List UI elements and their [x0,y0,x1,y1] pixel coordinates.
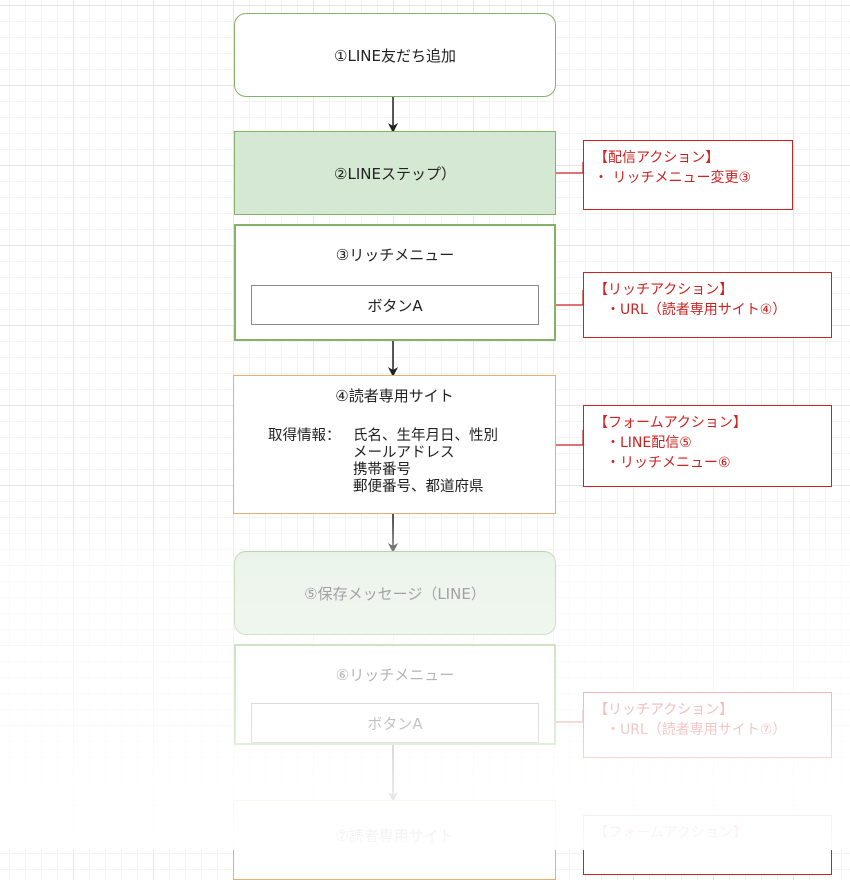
reader-site-info-line: 氏名、生年月日、性別 [353,428,498,444]
note-rich-action-1[interactable]: 【リッチアクション】 ・URL（読者専用サイト④） [583,272,832,338]
node-reader-site-title: ④読者専用サイト [335,387,454,405]
rich-menu-1-button-a-label: ボタンA [367,296,423,315]
node-reader-site[interactable]: ④読者専用サイト 取得情報： 氏名、生年月日、性別 メールアドレス 携帯番号 郵… [233,375,556,514]
note-form-action-line: ・LINE配信⑤ [606,435,692,451]
note-form-action-2[interactable]: 【フォームアクション】 [583,815,832,875]
note-form-action[interactable]: 【フォームアクション】 ・LINE配信⑤ ・リッチメニュー⑥ [583,405,832,487]
note-rich-action-2[interactable]: 【リッチアクション】 ・URL（読者専用サイト⑦） [583,692,832,758]
note-rich-action-1-title: 【リッチアクション】 [594,282,734,298]
note-rich-action-2-line: ・URL（読者専用サイト⑦） [606,722,787,738]
node-next[interactable]: ⑦読者専用サイト [233,800,556,880]
note-rich-action-1-line: ・URL（読者専用サイト④） [606,302,787,318]
node-save-message[interactable]: ⑤保存メッセージ（LINE） [234,551,556,635]
reader-site-info-label: 取得情報： [268,428,341,444]
note-form-action-title: 【フォームアクション】 [594,415,747,431]
reader-site-info-line: メールアドレス [353,445,455,461]
node-line-step[interactable]: ②LINEステップ） [234,131,556,215]
note-rich-action-2-title: 【リッチアクション】 [594,702,734,718]
node-save-message-label: ⑤保存メッセージ（LINE） [304,584,486,603]
note-form-action-line: ・リッチメニュー⑥ [606,455,731,471]
note-delivery-action-title: 【配信アクション】 [594,150,720,166]
connector-form-action [556,430,584,446]
note-form-action-2-title: 【フォームアクション】 [594,825,747,841]
node-next-title: ⑦読者専用サイト [335,827,454,845]
node-add-friend[interactable]: ①LINE友だち追加 [234,13,556,97]
connector-delivery-action [556,162,584,174]
rich-menu-2-button-a-label: ボタンA [367,714,423,733]
node-rich-menu-2-title: ⑥リッチメニュー [335,666,455,684]
note-delivery-action-line: ・ リッチメニュー変更③ [594,170,752,186]
node-line-step-label: ②LINEステップ） [334,164,456,183]
rich-menu-2-button-a[interactable]: ボタンA [251,703,539,743]
node-rich-menu-1-title: ③リッチメニュー [335,246,455,264]
note-delivery-action[interactable]: 【配信アクション】 ・ リッチメニュー変更③ [583,140,793,210]
reader-site-info-line: 郵便番号、都道府県 [353,479,484,495]
rich-menu-1-button-a[interactable]: ボタンA [251,285,539,325]
node-add-friend-label: ①LINE友だち追加 [334,46,456,65]
reader-site-info-line: 携帯番号 [353,462,411,478]
